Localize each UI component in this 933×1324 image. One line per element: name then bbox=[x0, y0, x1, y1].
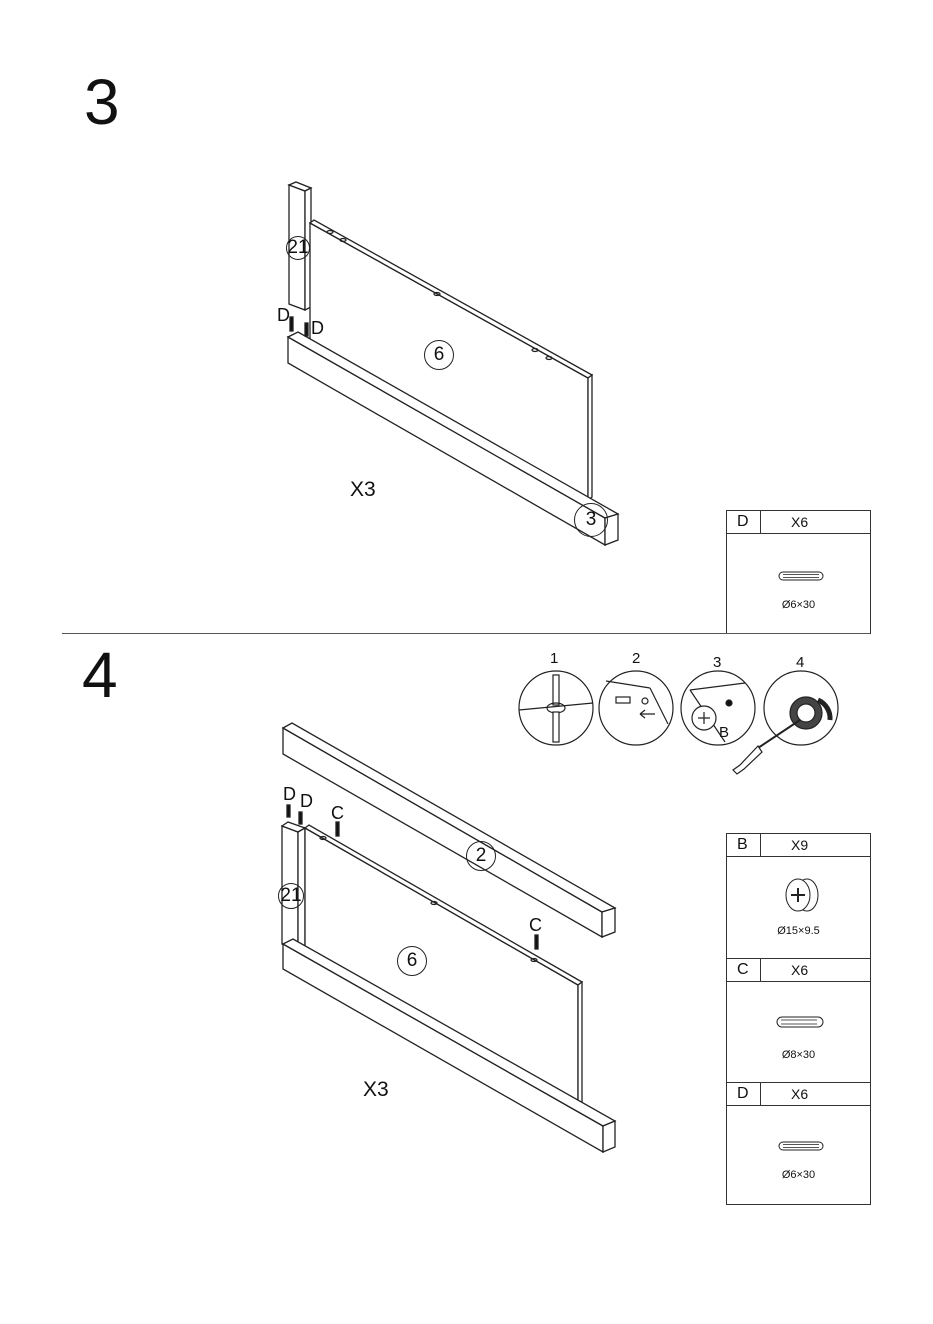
dowel-d-right bbox=[305, 323, 308, 336]
inset-1-number: 1 bbox=[550, 650, 558, 667]
dowel-d-label-right-step4: D bbox=[300, 792, 313, 810]
step-divider bbox=[62, 633, 870, 634]
step-4-insets bbox=[519, 671, 838, 774]
hardware-body-d: Ø6×30 bbox=[727, 534, 870, 633]
step-4-hardware-panel: B X9 Ø15×9.5 C X6 Ø8×30 D X6 Ø6×30 bbox=[726, 833, 871, 1205]
cam-c-label-left: C bbox=[331, 804, 344, 822]
part-3-label: 3 bbox=[574, 503, 608, 537]
inset-2-number: 2 bbox=[632, 650, 640, 667]
part-6-text: 6 bbox=[434, 344, 445, 366]
cam-bolt-icon bbox=[727, 1014, 870, 1030]
step-4-drawing bbox=[282, 723, 615, 1152]
dowel-d-label-right: D bbox=[311, 319, 324, 337]
hardware-qty: X6 bbox=[791, 962, 808, 978]
hardware-body-d-step4: Ø6×30 bbox=[727, 1106, 870, 1204]
hardware-size: Ø15×9.5 bbox=[727, 925, 870, 937]
hardware-size: Ø6×30 bbox=[727, 1169, 870, 1181]
hardware-letter: D bbox=[737, 513, 749, 531]
dowel-d-left bbox=[290, 317, 293, 331]
hardware-header-c: C X6 bbox=[727, 959, 870, 982]
step-4-number: 4 bbox=[82, 643, 118, 707]
part-2-text: 2 bbox=[476, 845, 487, 867]
part-21-label: 21 bbox=[286, 236, 310, 260]
part-6-text-step4: 6 bbox=[407, 950, 418, 972]
dowel-d-label-left-step4: D bbox=[283, 785, 296, 803]
part-3-text: 3 bbox=[586, 509, 597, 531]
hardware-qty: X6 bbox=[791, 1086, 808, 1102]
part-6-label: 6 bbox=[424, 340, 454, 370]
part-21-text: 21 bbox=[287, 237, 308, 259]
hardware-letter: D bbox=[737, 1085, 749, 1103]
step-3-multiplier: X3 bbox=[350, 479, 376, 500]
dowel-d-label-left: D bbox=[277, 306, 290, 324]
inset-3 bbox=[681, 671, 755, 745]
part-6-label-step4: 6 bbox=[397, 946, 427, 976]
hardware-size: Ø6×30 bbox=[727, 599, 870, 611]
step-4-multiplier: X3 bbox=[363, 1079, 389, 1100]
hardware-letter: B bbox=[737, 836, 748, 854]
hardware-qty: X9 bbox=[791, 837, 808, 853]
inset-3-number: 3 bbox=[713, 654, 721, 671]
hardware-header-d-step4: D X6 bbox=[727, 1083, 870, 1106]
part-21-label-step4: 21 bbox=[278, 883, 304, 909]
dowel-icon bbox=[727, 1139, 870, 1153]
hardware-size: Ø8×30 bbox=[727, 1049, 870, 1061]
hardware-body-c: Ø8×30 bbox=[727, 982, 870, 1083]
hardware-qty: X6 bbox=[791, 514, 808, 530]
inset-4-number: 4 bbox=[796, 654, 804, 671]
cam-lock-icon bbox=[727, 875, 870, 915]
hardware-body-b: Ø15×9.5 bbox=[727, 857, 870, 959]
part-2-label: 2 bbox=[466, 841, 496, 871]
step-3-drawing bbox=[288, 182, 618, 545]
hardware-header-d: D X6 bbox=[727, 511, 870, 534]
inset-3-tag: B bbox=[719, 724, 729, 741]
cam-c-label-right: C bbox=[529, 916, 542, 934]
hardware-letter: C bbox=[737, 961, 749, 979]
dowel-icon bbox=[727, 569, 870, 583]
hardware-header-b: B X9 bbox=[727, 834, 870, 857]
step-3-hardware-panel: D X6 Ø6×30 bbox=[726, 510, 871, 634]
part-21-text-step4: 21 bbox=[280, 885, 301, 907]
